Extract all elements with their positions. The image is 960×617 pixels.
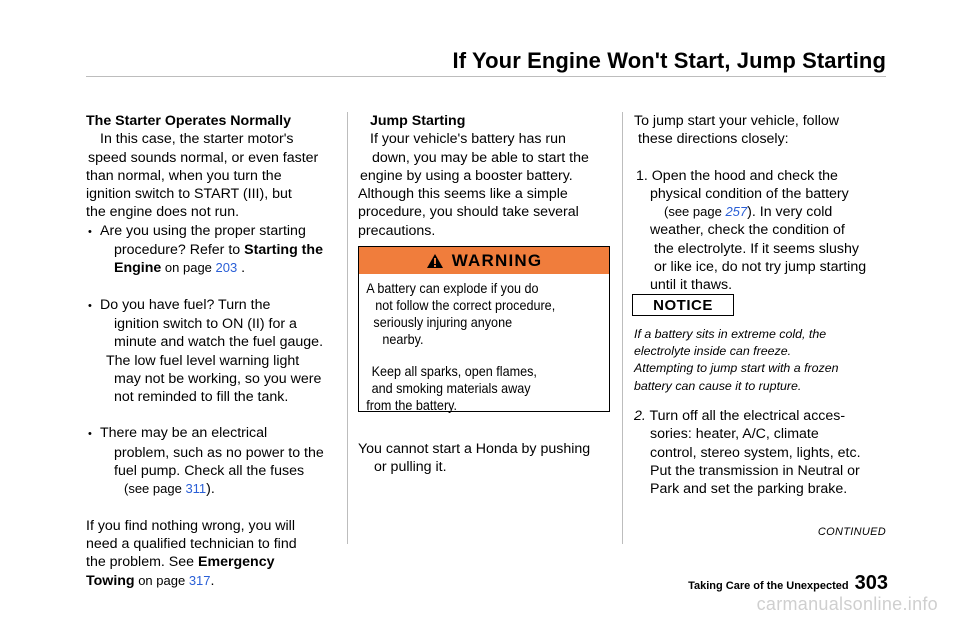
text-line: or pulling it. bbox=[374, 459, 447, 476]
watermark: carmanualsonline.info bbox=[756, 594, 938, 614]
text-line: until it thaws. bbox=[650, 277, 733, 294]
text-line: ignition switch to ON (II) for a bbox=[114, 315, 297, 332]
text-line: battery can cause it to rupture. bbox=[634, 378, 802, 393]
text-line: Put the transmission in Neutral or bbox=[650, 462, 860, 479]
warning-triangle-icon bbox=[426, 253, 443, 268]
bullet-item: There may be an electrical problem, such… bbox=[86, 424, 338, 498]
text-line: If you find nothing wrong, you will bbox=[86, 517, 295, 534]
link-label: Towing bbox=[86, 572, 135, 589]
text-line: 1. Open the hood and check the bbox=[636, 167, 838, 184]
section-heading-starter: The Starter Operates Normally bbox=[86, 113, 292, 129]
link-label: Engine bbox=[114, 260, 162, 277]
page-number: 303 bbox=[854, 572, 888, 594]
text-line: than normal, when you turn the bbox=[86, 167, 282, 184]
column-divider-2 bbox=[622, 112, 623, 544]
section-heading-jump: Jump Starting bbox=[370, 113, 466, 129]
text-line: sories: heater, A/C, climate bbox=[650, 426, 819, 443]
text-line: Turn off all the electrical acces- bbox=[645, 408, 846, 424]
text-line: may not be working, so you were bbox=[114, 370, 322, 387]
text-line: need a qualified technician to find bbox=[86, 535, 297, 552]
page-link-257[interactable]: 257 bbox=[725, 204, 748, 220]
text-line: procedure, you should take several bbox=[358, 204, 579, 221]
bullet-item: Are you using the proper starting proced… bbox=[86, 222, 338, 278]
continued-label: CONTINUED bbox=[817, 526, 886, 538]
text-line: weather, check the condition of bbox=[650, 222, 845, 239]
text-line: not reminded to fill the tank. bbox=[114, 389, 289, 406]
text-line: speed sounds normal, or even faster bbox=[88, 149, 319, 166]
text-line: the engine does not run. bbox=[86, 204, 240, 221]
text-line: down, you may be able to start the bbox=[372, 149, 589, 166]
page-footer: Taking Care of the Unexpected 303 bbox=[688, 572, 888, 595]
text-line: A battery can explode if you do bbox=[366, 280, 539, 296]
text-line: Attempting to jump start with a frozen bbox=[634, 361, 839, 376]
text-line: and smoking materials away bbox=[371, 380, 531, 396]
page-link-317[interactable]: 317 bbox=[188, 572, 211, 588]
link-label: Emergency bbox=[198, 554, 275, 571]
text-line: The low fuel level warning light bbox=[106, 352, 300, 369]
text-line: There may be an electrical bbox=[100, 424, 338, 443]
text-line: . bbox=[237, 260, 246, 277]
footer-section-title: Taking Care of the Unexpected bbox=[688, 580, 849, 592]
text-line: You cannot start a Honda by pushing bbox=[358, 441, 591, 457]
text-line: Park and set the parking brake. bbox=[650, 481, 848, 498]
column-3: To jump start your vehicle, follow these… bbox=[634, 112, 890, 295]
text-line: ). In very cold bbox=[747, 204, 833, 221]
text-line: ignition switch to START (III), but bbox=[86, 186, 292, 203]
text-line: seriously injuring anyone bbox=[373, 314, 513, 330]
text-line: Keep all sparks, open flames, bbox=[371, 363, 537, 379]
text-line: Although this seems like a simple bbox=[358, 186, 568, 203]
text-line: nearby. bbox=[382, 331, 424, 347]
text-line: . bbox=[210, 572, 215, 589]
text-line: engine by using a booster battery. bbox=[360, 167, 573, 184]
warning-text: A battery can explode if you do not foll… bbox=[359, 274, 609, 414]
text-line: Do you have fuel? Turn the bbox=[100, 296, 338, 315]
text-line: from the battery. bbox=[366, 397, 458, 413]
notice-box: NOTICE bbox=[632, 294, 734, 316]
step-number: 2. bbox=[634, 408, 646, 424]
text-line: these directions closely: bbox=[638, 131, 789, 148]
text-line: electrolyte inside can freeze. bbox=[634, 344, 792, 359]
text-line: control, stereo system, lights, etc. bbox=[650, 444, 861, 461]
notice-text: If a battery sits in extreme cold, the e… bbox=[634, 326, 896, 395]
column-2: Jump Starting If your vehicle's battery … bbox=[358, 112, 614, 240]
column-1: The Starter Operates Normally In this ca… bbox=[86, 112, 338, 590]
page-link-311[interactable]: 311 bbox=[185, 481, 207, 497]
text-line: the electrolyte. If it seems slushy bbox=[654, 240, 860, 257]
text-line: minute and watch the fuel gauge. bbox=[114, 334, 324, 351]
text-line: physical condition of the battery bbox=[650, 185, 849, 202]
column-divider-1 bbox=[347, 112, 348, 544]
text-line: procedure? Refer to bbox=[114, 242, 245, 259]
title-rule bbox=[86, 76, 886, 77]
text-line: precautions. bbox=[358, 222, 436, 239]
step-2: 2. Turn off all the electrical acces- so… bbox=[634, 407, 896, 498]
text-line: To jump start your vehicle, follow bbox=[634, 113, 840, 129]
text-line: In this case, the starter motor's bbox=[100, 131, 294, 148]
text-line: problem, such as no power to the bbox=[114, 444, 324, 461]
text-line: on page bbox=[161, 260, 216, 276]
text-line: If a battery sits in extreme cold, the bbox=[634, 327, 827, 341]
text-line: on page bbox=[134, 572, 189, 588]
text-line: Are you using the proper starting bbox=[100, 222, 338, 241]
warning-header: WARNING bbox=[359, 247, 609, 274]
bullet-item: Do you have fuel? Turn the ignition swit… bbox=[86, 296, 338, 407]
text-line: (see page bbox=[124, 481, 186, 497]
warning-box: WARNING A battery can explode if you do … bbox=[358, 246, 610, 414]
text-line: the problem. See bbox=[86, 554, 198, 571]
link-label: Starting the bbox=[244, 242, 323, 259]
page-link-203[interactable]: 203 bbox=[215, 260, 238, 276]
text-line: (see page bbox=[664, 204, 726, 220]
warning-label: WARNING bbox=[451, 250, 543, 270]
text-line: fuel pump. Check all the fuses bbox=[114, 463, 305, 480]
text-line: or like ice, do not try jump starting bbox=[654, 259, 867, 276]
text-line: not follow the correct procedure, bbox=[375, 297, 556, 313]
text-line: ). bbox=[206, 481, 215, 498]
page-title: If Your Engine Won't Start, Jump Startin… bbox=[452, 48, 886, 73]
text-line: If your vehicle's battery has run bbox=[370, 131, 566, 148]
honda-note: You cannot start a Honda by pushing or p… bbox=[358, 440, 620, 477]
